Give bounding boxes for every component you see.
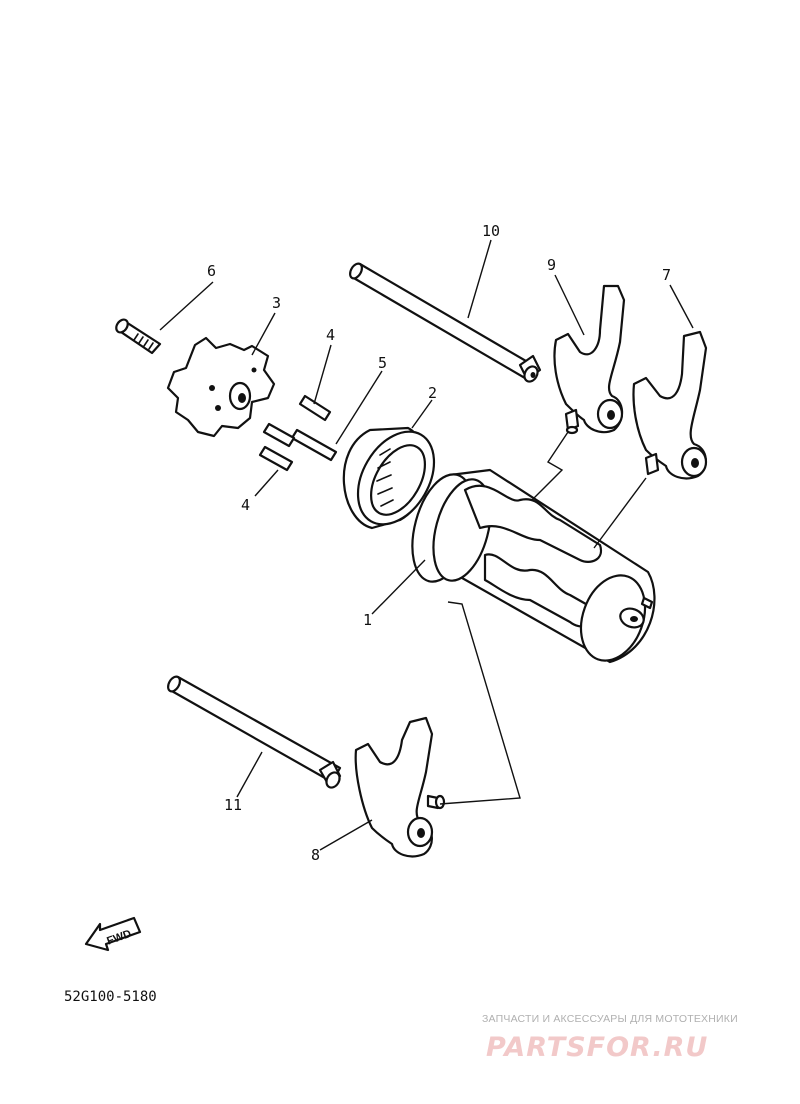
label-4-bottom: 4 xyxy=(241,496,250,514)
shift-fork-7 xyxy=(632,330,708,480)
label-1: 1 xyxy=(363,611,372,629)
pin-extra xyxy=(262,422,296,448)
label-11: 11 xyxy=(224,796,242,814)
segment-3 xyxy=(166,336,276,438)
shift-fork-8 xyxy=(354,716,446,858)
label-9: 9 xyxy=(547,256,556,274)
label-7: 7 xyxy=(662,266,671,284)
watermark: ЗАПЧАСТИ И АКСЕССУАРЫ ДЛЯ МОТОТЕХНИКИ PA… xyxy=(482,1013,738,1063)
bearing-2 xyxy=(342,426,436,530)
shift-fork-9 xyxy=(553,284,626,435)
label-6: 6 xyxy=(207,262,216,280)
shift-cam-1 xyxy=(411,468,656,664)
fwd-arrow-icon: FWD xyxy=(84,916,142,952)
watermark-subtitle: ЗАПЧАСТИ И АКСЕССУАРЫ ДЛЯ МОТОТЕХНИКИ xyxy=(482,1013,738,1025)
pin-4-top xyxy=(298,394,332,422)
label-5: 5 xyxy=(378,354,387,372)
label-8: 8 xyxy=(311,846,320,864)
label-3: 3 xyxy=(272,294,281,312)
label-10: 10 xyxy=(482,222,500,240)
pin-5 xyxy=(290,428,338,462)
label-4-top: 4 xyxy=(326,326,335,344)
label-2: 2 xyxy=(428,384,437,402)
guide-bar-10 xyxy=(349,262,542,383)
pin-4-bottom xyxy=(258,445,294,472)
part-number-labels: 1 2 3 4 4 5 6 7 8 9 10 11 xyxy=(207,222,671,864)
watermark-brand: PARTSFOR.RU xyxy=(486,1032,708,1063)
screw-6 xyxy=(115,318,162,355)
leader-lines xyxy=(159,239,694,851)
guide-bar-11 xyxy=(167,675,342,789)
drawing-code: 52G100-5180 xyxy=(64,989,157,1005)
